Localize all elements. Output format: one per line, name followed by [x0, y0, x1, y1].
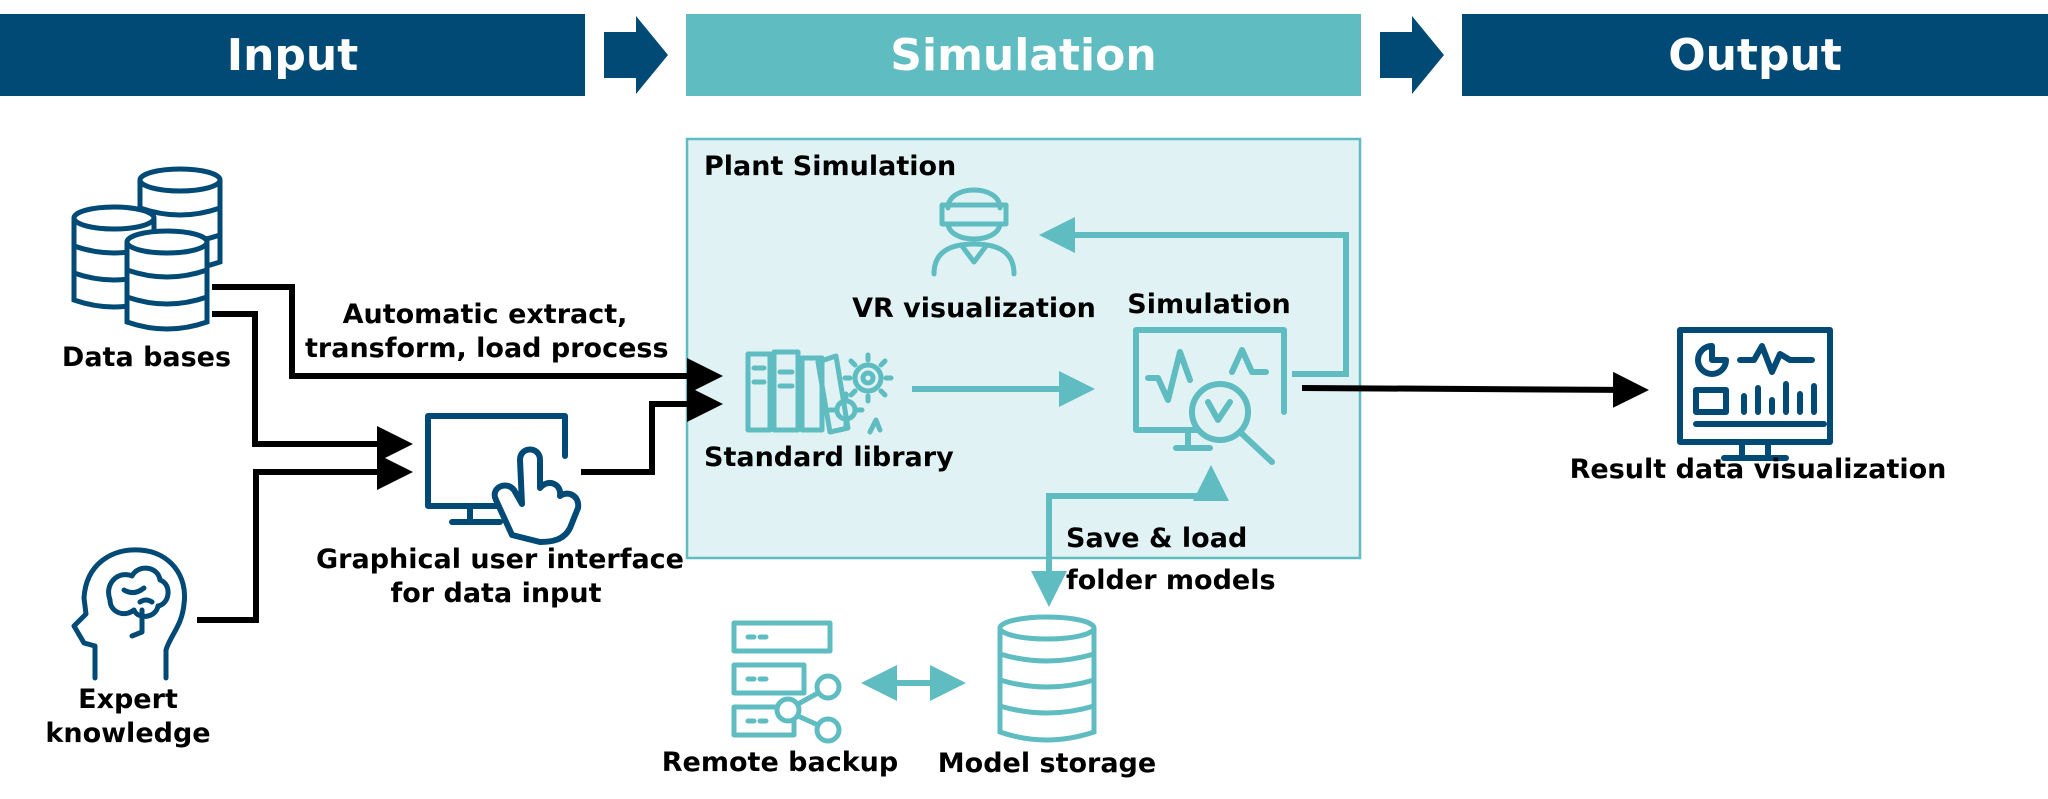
etl-label: Automatic extract, transform, load proce… — [305, 298, 669, 366]
database-stack-icon — [71, 166, 223, 332]
etl-label-line2: transform, load process — [305, 333, 669, 364]
plant-simulation-box — [685, 137, 1362, 560]
stage-header-output-label: Output — [1668, 29, 1842, 81]
books-gears-icon — [745, 349, 894, 435]
stage-header-input: Input — [0, 14, 585, 96]
model-storage-label: Model storage — [937, 748, 1157, 779]
server-share-icon — [731, 620, 842, 744]
vr-headset-person-icon — [931, 187, 1017, 277]
expert-label-line1: Expert — [78, 684, 178, 715]
touch-monitor-icon — [425, 413, 582, 545]
brain-head-icon — [71, 547, 188, 681]
simulation-label: Simulation — [1127, 289, 1291, 320]
save-load-label-line1: Save & load — [1066, 523, 1248, 554]
flow-arrows-black — [197, 284, 1649, 623]
remote-backup-label: Remote backup — [661, 747, 899, 778]
stage-header-output: Output — [1462, 14, 2048, 96]
expert-label: Expert knowledge — [28, 683, 228, 751]
gui-label: Graphical user interface for data input — [316, 543, 684, 611]
stage-header-simulation: Simulation — [686, 14, 1361, 96]
etl-label-line1: Automatic extract, — [342, 299, 628, 330]
save-load-label: Save & load folder models — [1066, 518, 1276, 602]
expert-label-line2: knowledge — [45, 718, 211, 749]
gui-label-line2: for data input — [390, 578, 602, 609]
gui-label-line1: Graphical user interface — [316, 544, 684, 575]
stage-header-input-label: Input — [226, 29, 359, 81]
databases-label: Data bases — [61, 342, 232, 373]
arrow-db-to-gui — [212, 311, 413, 462]
result-visualization-label: Result data visualization — [1569, 454, 1947, 485]
arrow-simulation-to-result — [1301, 371, 1649, 408]
arrow-db-to-library — [212, 284, 723, 394]
database-icon — [997, 614, 1097, 743]
plant-simulation-title: Plant Simulation — [704, 151, 957, 182]
stage-arrow-2 — [1380, 16, 1444, 94]
monitor-magnifier-icon — [1133, 327, 1287, 465]
stage-arrow-1 — [604, 16, 668, 94]
stage-header-simulation-label: Simulation — [890, 29, 1157, 81]
dashboard-monitor-icon — [1677, 327, 1833, 461]
arrow-simulation-to-vr — [1039, 217, 1349, 377]
vr-label: VR visualization — [852, 293, 1096, 324]
arrow-gui-to-library — [581, 386, 723, 475]
flow-arrows-teal — [861, 217, 1349, 701]
standard-library-label: Standard library — [704, 442, 954, 473]
arrow-expert-to-gui — [197, 454, 413, 623]
save-load-label-line2: folder models — [1066, 565, 1276, 596]
